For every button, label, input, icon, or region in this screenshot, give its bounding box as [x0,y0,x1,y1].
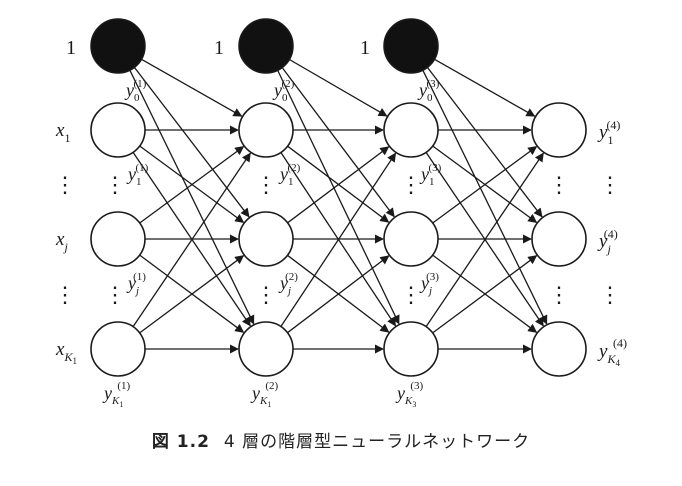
output-label-3: yK4(4) [597,336,627,368]
bias-value-3: 1 [360,37,370,59]
bias-label-3: y0(3) [417,78,440,104]
edge-l1-bias-to-n3 [129,70,255,325]
edge-l3-n1-to-n2 [432,145,538,223]
ellipsis-3: ⋮ [104,172,126,197]
ellipsis-2: ⋮ [54,282,76,307]
edge-l3-n2-to-n3 [432,254,538,333]
bias-node-layer-1 [90,18,146,74]
output-label-1: y1(4) [597,118,620,147]
edge-l2-n1-to-n3 [280,152,397,327]
edge-l1-bias-to-n1 [141,58,243,117]
connections [129,58,548,354]
ellipsis-1: ⋮ [54,172,76,197]
neuron-layer-4-row-3 [531,321,587,377]
edge-l3-bias-to-n2 [426,67,543,218]
edge-l2-bias-to-n1 [289,58,388,117]
bias-node-layer-2 [238,18,294,74]
node-label-l2-r3: yK1(2) [250,380,279,409]
figure-caption: 図 1.2 4 層の階層型ニューラルネットワーク [0,427,682,452]
edge-l1-bias-to-n2 [133,67,250,218]
ellipsis-11: ⋮ [599,172,621,197]
neuron-layer-2-row-2 [238,211,294,267]
neuron-layer-1-row-2 [90,211,146,267]
node-label-l3-r3: yK3(3) [395,380,424,409]
edge-l3-n1-to-n3 [425,152,544,327]
neurons [90,18,587,377]
node-label-l1-r3: yK1(1) [102,380,131,409]
bias-label-1: y0(1) [124,78,147,104]
edge-l3-bias-to-n3 [422,70,548,325]
ellipsis-8: ⋮ [400,282,422,307]
node-label-l3-r2: yj(3) [419,271,439,297]
ellipsis-12: ⋮ [599,282,621,307]
figure-title: 4 層の階層型ニューラルネットワーク [223,432,531,452]
neuron-layer-3-row-3 [383,321,439,377]
neuron-layer-2-row-3 [238,321,294,377]
neuron-layer-3-row-2 [383,211,439,267]
node-label-l3-r1: y1(3) [419,162,442,188]
node-labels: 1 y0(1) 1 y0(2) 1 y0(3) x1 xj xK1 y1(1) yj(1) yK1(1… [54,37,627,409]
ellipsis-7: ⋮ [400,172,422,197]
ellipsis-6: ⋮ [255,282,277,307]
node-label-l2-r2: yj(2) [278,271,298,297]
edge-l2-n2-to-n3 [287,254,390,333]
edge-l3-bias-to-n1 [434,58,536,117]
neuron-layer-2-row-1 [238,102,294,158]
bias-node-layer-3 [383,18,439,74]
ellipsis-10: ⋮ [548,282,570,307]
edge-l2-bias-to-n2 [281,67,395,218]
ellipsis-5: ⋮ [255,172,277,197]
edge-l2-bias-to-n3 [277,70,400,325]
neuron-layer-4-row-2 [531,211,587,267]
node-label-l1-r2: yj(1) [126,271,146,297]
bias-label-2: y0(2) [272,78,295,104]
neuron-layer-3-row-1 [383,102,439,158]
neuron-layer-1-row-3 [90,321,146,377]
bias-value-2: 1 [214,37,224,59]
neuron-layer-4-row-1 [531,102,587,158]
input-label-3: xK1 [55,339,77,366]
edge-l1-n1-to-n3 [132,152,251,327]
node-label-l2-r1: y1(2) [278,162,301,188]
output-label-2: yj(4) [597,227,618,256]
input-label-2: xj [55,229,68,254]
ellipsis-9: ⋮ [548,172,570,197]
edge-l1-n1-to-n2 [139,145,245,223]
edge-l2-n1-to-n2 [287,145,390,223]
edge-l1-n2-to-n3 [139,254,245,333]
node-label-l1-r1: y1(1) [126,162,149,188]
bias-value-1: 1 [66,37,76,59]
input-label-1: x1 [55,120,70,145]
ellipsis-4: ⋮ [104,282,126,307]
figure-number: 図 1.2 [151,432,210,452]
neuron-layer-1-row-1 [90,102,146,158]
